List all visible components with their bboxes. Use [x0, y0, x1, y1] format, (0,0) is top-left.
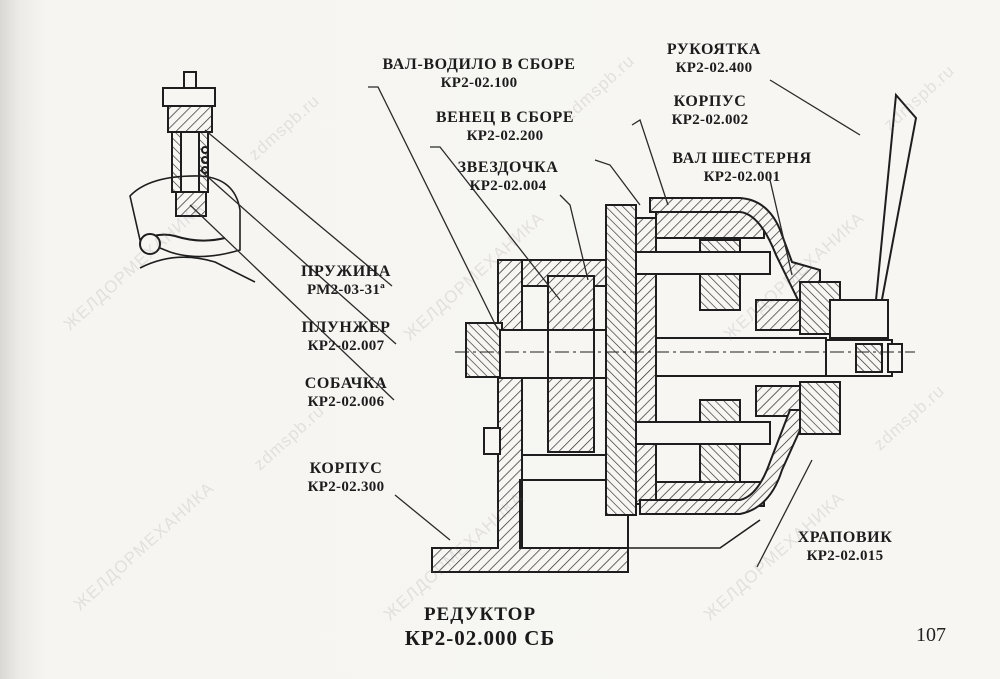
label-sprocket: ЗВЕЗДОЧКА КР2-02.004 [452, 158, 564, 196]
label-code: РМ2-03-31ª [306, 282, 386, 298]
leader-lines [189, 79, 861, 568]
drawing-title: РЕДУКТОР КР2-02.000 СБ [360, 603, 600, 651]
title-line-2: КР2-02.000 СБ [404, 626, 556, 650]
label-name: СОБАЧКА [304, 375, 388, 392]
label-code: КР2-02.100 [440, 75, 518, 91]
label-code: КР2-02.400 [675, 60, 753, 76]
detail-view [129, 71, 256, 283]
label-code: КР2-02.007 [307, 338, 385, 354]
label-housing-top: КОРПУС КР2-02.002 [660, 92, 760, 130]
label-name: ЗВЕЗДОЧКА [457, 159, 559, 176]
label-name: КОРПУС [673, 93, 747, 110]
label-name: ПРУЖИНА [300, 263, 392, 280]
label-plunger: ПЛУНЖЕР КР2-02.007 [294, 318, 398, 356]
title-line-1: РЕДУКТОР [423, 604, 537, 625]
label-pinion-shaft: ВАЛ ШЕСТЕРНЯ КР2-02.001 [672, 149, 812, 187]
page-number: 107 [916, 624, 946, 646]
label-code: КР2-02.200 [466, 128, 544, 144]
label-name: РУКОЯТКА [666, 41, 762, 58]
label-ratchet: ХРАПОВИК КР2-02.015 [790, 528, 900, 566]
label-name: ВАЛ ШЕСТЕРНЯ [672, 150, 812, 167]
label-spring: ПРУЖИНА РМ2-03-31ª [294, 262, 398, 300]
label-code: КР2-02.006 [307, 394, 385, 410]
label-name: ВЕНЕЦ В СБОРЕ [435, 109, 575, 126]
label-pawl: СОБАЧКА КР2-02.006 [296, 374, 396, 412]
label-code: КР2-02.001 [703, 169, 781, 185]
reducer-section [431, 92, 918, 573]
label-name: КОРПУС [309, 460, 383, 477]
label-code: КР2-02.015 [806, 548, 884, 564]
label-housing-base: КОРПУС КР2-02.300 [296, 459, 396, 497]
label-name: ВАЛ-ВОДИЛО В СБОРЕ [382, 56, 576, 73]
label-handle: РУКОЯТКА КР2-02.400 [664, 40, 764, 78]
label-ring-gear: ВЕНЕЦ В СБОРЕ КР2-02.200 [432, 108, 578, 146]
label-carrier-shaft: ВАЛ-ВОДИЛО В СБОРЕ КР2-02.100 [378, 55, 580, 93]
label-code: КР2-02.002 [671, 112, 749, 128]
label-code: КР2-02.004 [469, 178, 547, 194]
label-name: ПЛУНЖЕР [301, 319, 391, 336]
label-code: КР2-02.300 [307, 479, 385, 495]
label-name: ХРАПОВИК [797, 529, 893, 546]
